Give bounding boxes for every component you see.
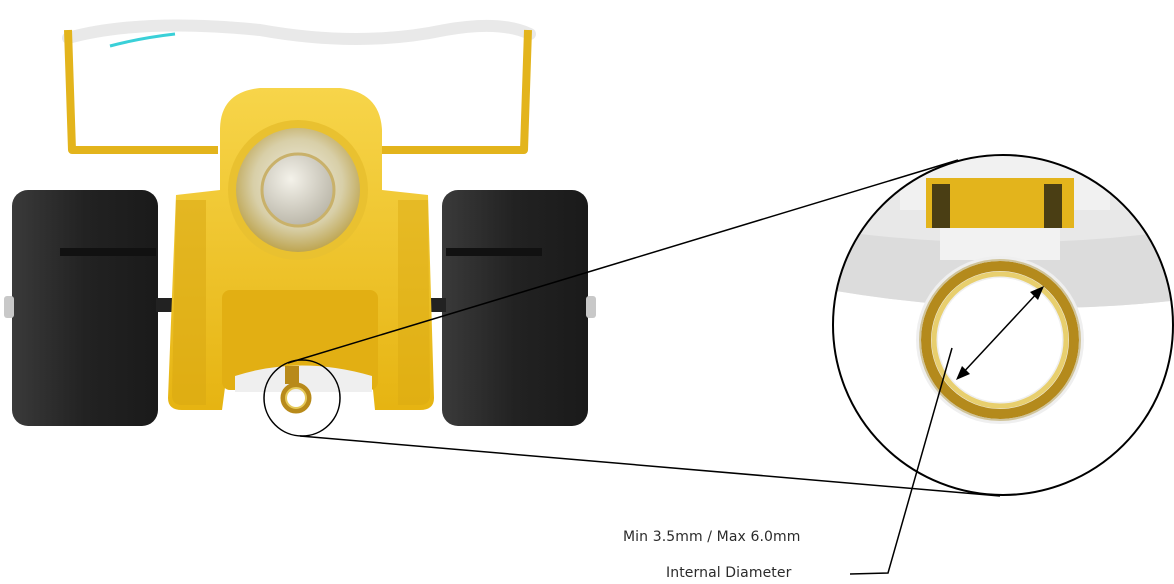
zoom-circle-outline: [832, 154, 1174, 496]
diameter-arrow: [956, 286, 1044, 380]
center-knob: [228, 120, 368, 260]
callout-lines: [287, 159, 1001, 497]
diameter-range-label: Min 3.5mm / Max 6.0mm: [623, 529, 801, 545]
attachment-ring: [280, 366, 312, 414]
right-wheel: [442, 190, 596, 426]
left-wheel: [4, 190, 158, 426]
zoom-detail: [832, 154, 1174, 496]
carry-handle: [62, 19, 536, 154]
internal-diameter-label: Internal Diameter: [666, 565, 792, 581]
label-leader-line: [849, 347, 953, 575]
